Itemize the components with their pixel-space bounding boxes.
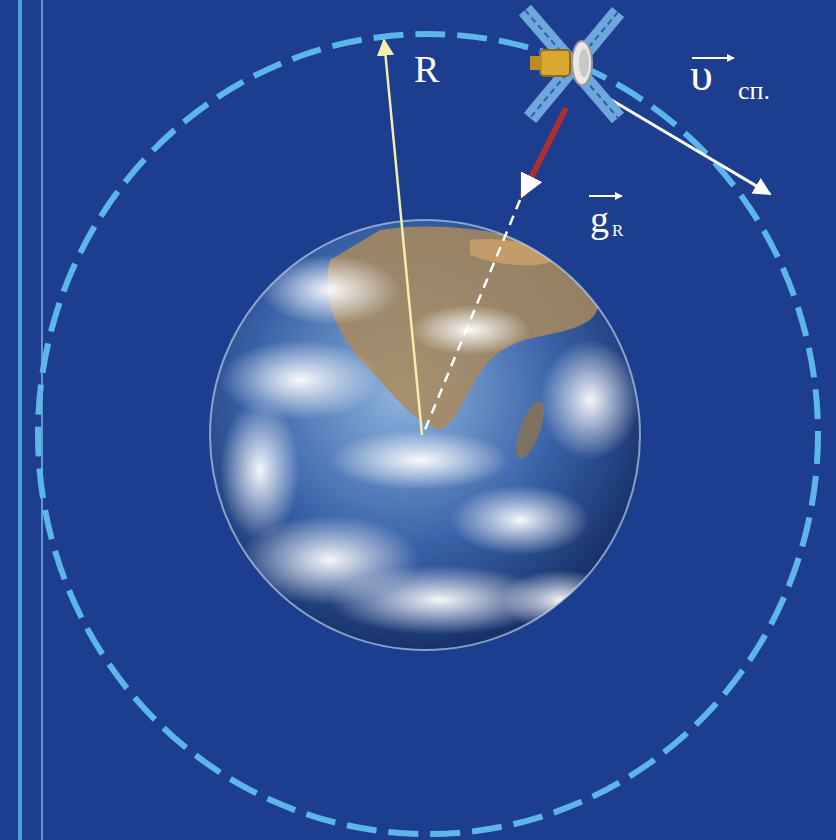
radius-label: R [414,50,439,88]
velocity-symbol: υ [690,52,713,98]
orbit-path [38,34,818,834]
radius-arrow [384,40,422,435]
frame-line [41,0,43,840]
gravity-symbol: g [590,200,609,238]
gravity-arrow [522,108,566,196]
gravity-line [424,200,520,432]
velocity-arrow [598,92,770,194]
satellite-icon [525,10,618,118]
frame-line [18,0,22,840]
earth-globe [210,220,640,650]
gravity-subscript: R [612,222,623,239]
velocity-subscript: сп. [738,78,770,104]
vector-mark [589,195,622,197]
